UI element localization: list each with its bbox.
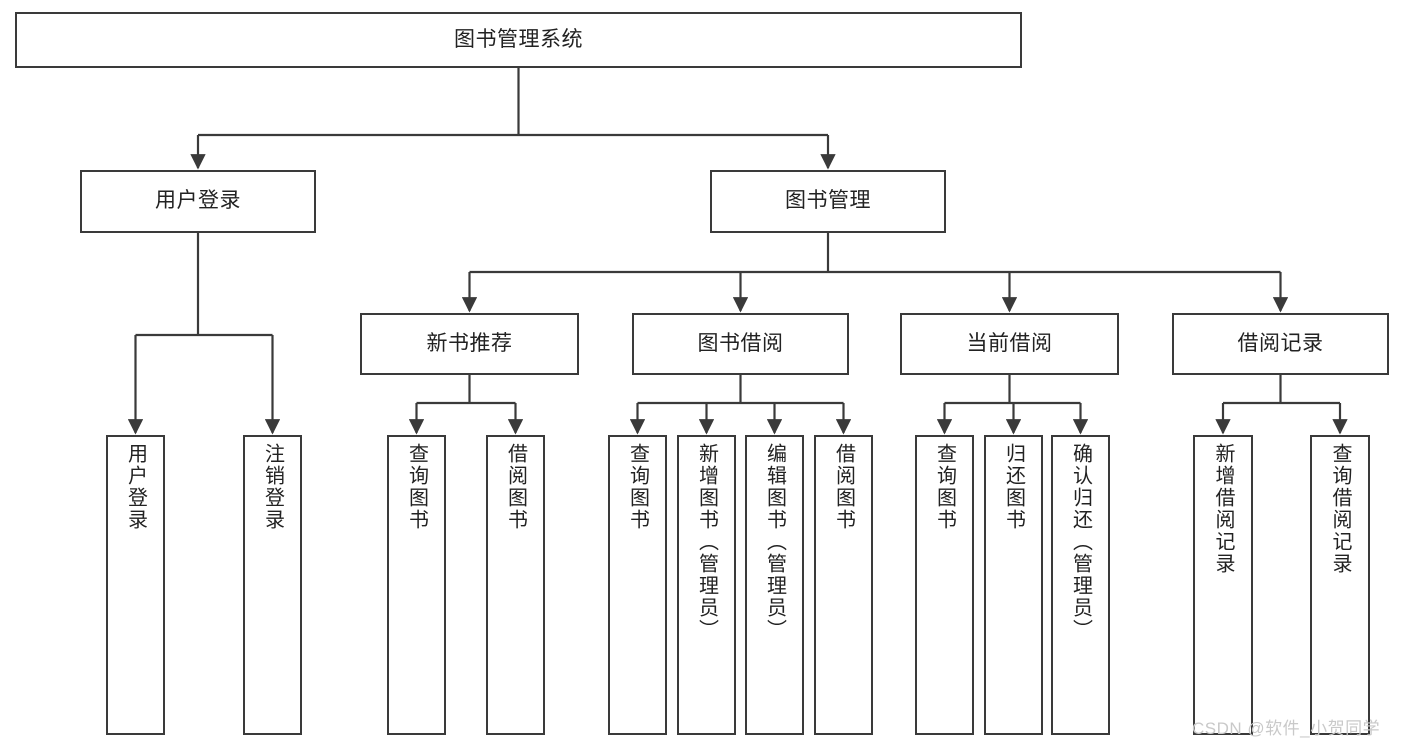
node-label: 借阅图书: [504, 443, 527, 531]
node-label: 当前借阅: [966, 331, 1053, 355]
node-label: 新书推荐: [426, 331, 513, 355]
node-leaf-图书借阅-借阅图书[interactable]: 借阅图书: [814, 435, 873, 735]
node-leaf-用户登录-用户登录[interactable]: 用户登录: [106, 435, 165, 735]
node-label: 查询图书: [626, 443, 649, 531]
node-label: 确认归还（管理员）: [1069, 443, 1092, 641]
node-label: 注销登录: [261, 443, 284, 531]
node-leaf-新书推荐-借阅图书[interactable]: 借阅图书: [486, 435, 545, 735]
node-label: 编辑图书（管理员）: [763, 443, 786, 641]
node-label: 用户登录: [155, 189, 241, 213]
node-leaf-图书借阅-查询图书[interactable]: 查询图书: [608, 435, 667, 735]
node-leaf-当前借阅-确认归还（管理员）[interactable]: 确认归还（管理员）: [1051, 435, 1110, 735]
node-level2-借阅记录[interactable]: 借阅记录: [1172, 313, 1389, 375]
node-label: 新增借阅记录: [1212, 443, 1234, 575]
node-leaf-借阅记录-查询借阅记录[interactable]: 查询借阅记录: [1310, 435, 1370, 735]
node-leaf-图书借阅-编辑图书（管理员）[interactable]: 编辑图书（管理员）: [745, 435, 804, 735]
node-label: 图书管理: [785, 189, 871, 213]
node-root-图书管理系统[interactable]: 图书管理系统: [15, 12, 1022, 68]
node-level1-用户登录[interactable]: 用户登录: [80, 170, 316, 233]
node-leaf-用户登录-注销登录[interactable]: 注销登录: [243, 435, 302, 735]
node-level2-新书推荐[interactable]: 新书推荐: [360, 313, 579, 375]
node-label: 图书管理系统: [454, 27, 583, 51]
node-label: 用户登录: [124, 443, 147, 531]
node-label: 新增图书（管理员）: [695, 443, 718, 641]
node-label: 借阅记录: [1237, 331, 1324, 355]
node-level2-图书借阅[interactable]: 图书借阅: [632, 313, 849, 375]
node-label: 借阅图书: [832, 443, 855, 531]
node-level1-图书管理[interactable]: 图书管理: [710, 170, 946, 233]
node-leaf-图书借阅-新增图书（管理员）[interactable]: 新增图书（管理员）: [677, 435, 736, 735]
node-leaf-当前借阅-查询图书[interactable]: 查询图书: [915, 435, 974, 735]
node-leaf-新书推荐-查询图书[interactable]: 查询图书: [387, 435, 446, 735]
node-label: 查询借阅记录: [1329, 443, 1351, 575]
node-label: 查询图书: [405, 443, 428, 531]
node-label: 图书借阅: [697, 331, 784, 355]
node-leaf-当前借阅-归还图书[interactable]: 归还图书: [984, 435, 1043, 735]
node-label: 查询图书: [933, 443, 956, 531]
node-level2-当前借阅[interactable]: 当前借阅: [900, 313, 1119, 375]
node-label: 归还图书: [1002, 443, 1025, 531]
csdn-watermark: CSDN @软件_小贺同学: [1192, 719, 1381, 738]
node-leaf-借阅记录-新增借阅记录[interactable]: 新增借阅记录: [1193, 435, 1253, 735]
